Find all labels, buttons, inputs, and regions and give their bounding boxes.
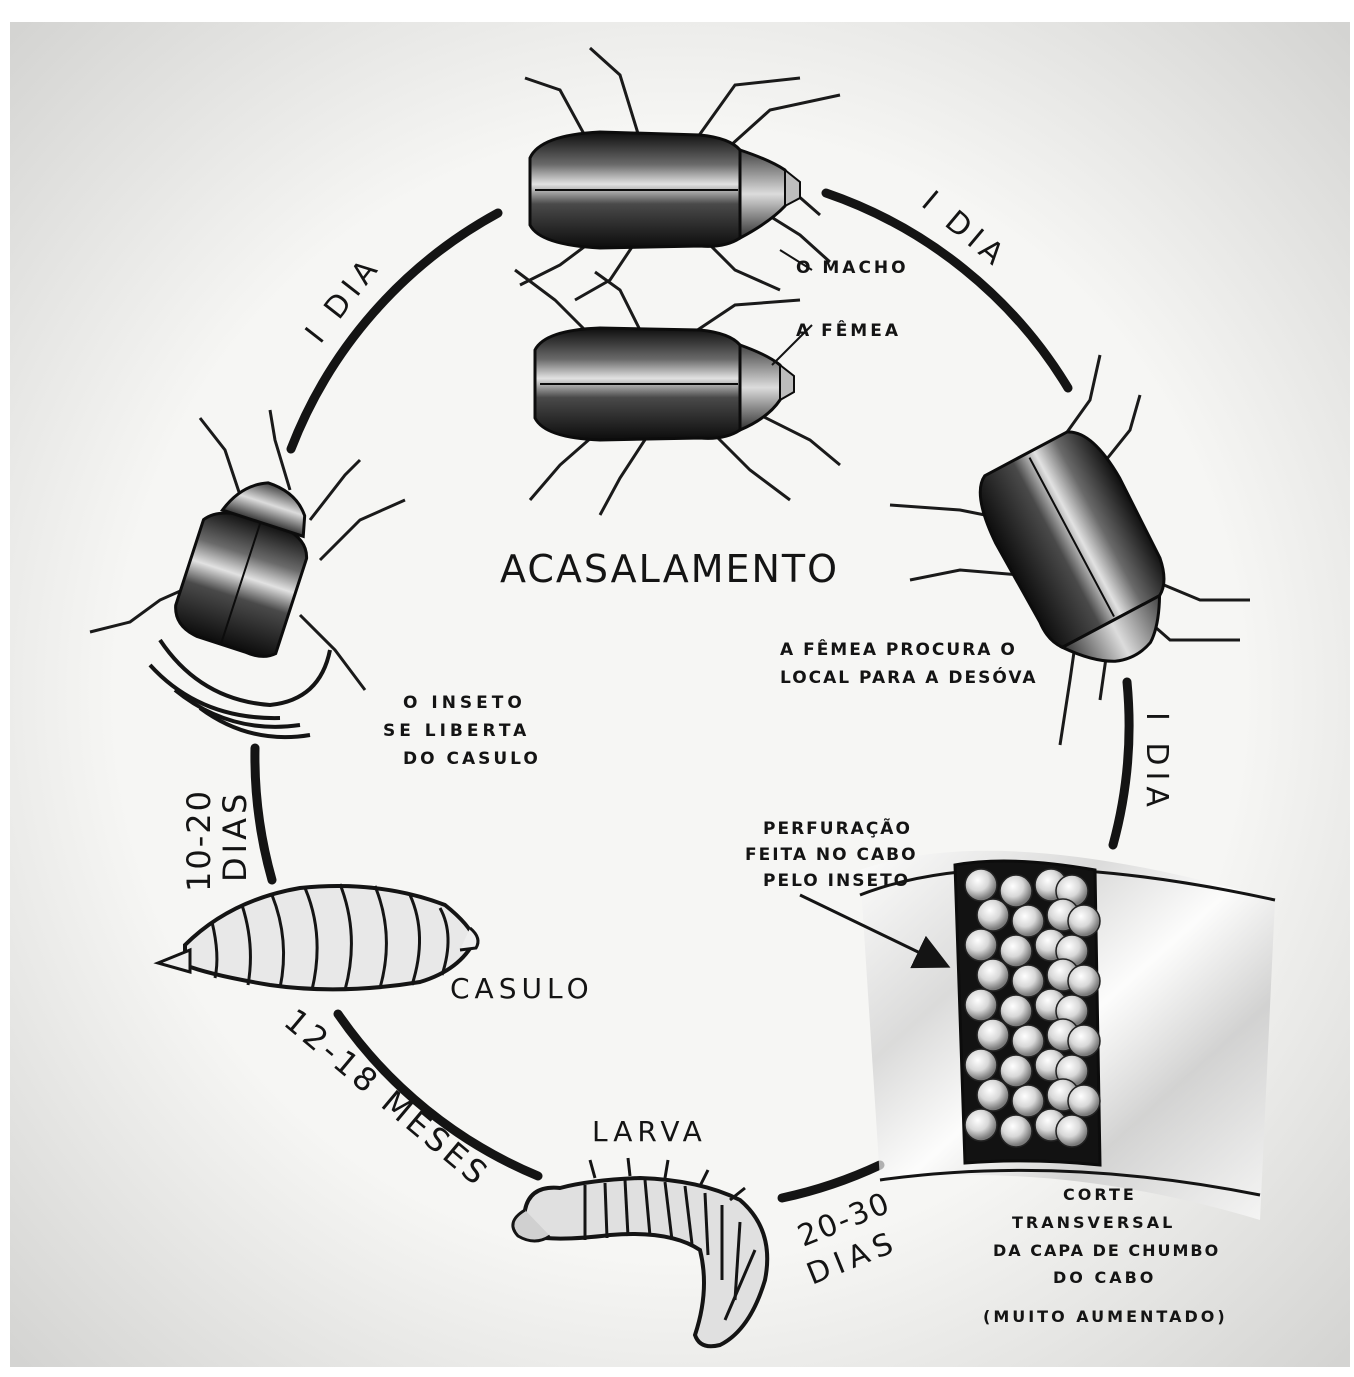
section-note: (MUITO AUMENTADO): [983, 1307, 1228, 1326]
emerge-label-line2: SE LIBERTA: [383, 721, 530, 741]
egg: [977, 959, 1009, 991]
egg: [1000, 935, 1032, 967]
egg: [977, 1079, 1009, 1111]
egg: [965, 929, 997, 961]
emerge-label-line3: DO CASULO: [403, 749, 541, 769]
egg: [1012, 1025, 1044, 1057]
egg: [1068, 905, 1100, 937]
egg: [1000, 875, 1032, 907]
egg: [1000, 1055, 1032, 1087]
male-label: O MACHO: [796, 258, 909, 278]
egg: [1000, 995, 1032, 1027]
emerge-label-line1: O INSETO: [403, 693, 526, 713]
hole-label-line3: PELO INSETO: [763, 871, 910, 891]
egg: [1012, 905, 1044, 937]
section-label-line4: DO CABO: [1053, 1268, 1156, 1287]
egg: [977, 899, 1009, 931]
egg: [1068, 965, 1100, 997]
cocoon-label: CASULO: [450, 972, 594, 1005]
egg: [1056, 1115, 1088, 1147]
egg: [1000, 1115, 1032, 1147]
egg: [965, 1109, 997, 1141]
egg: [1068, 1085, 1100, 1117]
hole-label-line2: FEITA NO CABO: [745, 845, 918, 865]
duration-left-line1: 10-20: [180, 789, 218, 892]
egg-laying-label-line2: LOCAL PARA A DESÓVA: [780, 666, 1037, 688]
egg-laying-label-line1: A FÊMEA PROCURA O: [780, 638, 1017, 660]
female-label: A FÊMEA: [796, 319, 901, 341]
section-label-line3: DA CAPA DE CHUMBO: [993, 1241, 1220, 1260]
cable-cross-section-illustration: [860, 851, 1275, 1220]
section-label-line1: CORTE: [1063, 1185, 1137, 1204]
section-label-line2: TRANSVERSAL: [1012, 1213, 1175, 1232]
duration-left-line2: DIAS: [216, 790, 254, 882]
larva-label: LARVA: [592, 1115, 707, 1148]
duration-right-side: I DIA: [1139, 712, 1174, 813]
egg: [1012, 965, 1044, 997]
egg: [1012, 1085, 1044, 1117]
egg: [1068, 1025, 1100, 1057]
egg: [977, 1019, 1009, 1051]
mating-label: ACASALAMENTO: [500, 547, 839, 591]
egg: [965, 989, 997, 1021]
egg: [965, 1049, 997, 1081]
hole-label-line1: PERFURAÇÃO: [763, 816, 912, 839]
egg: [965, 869, 997, 901]
